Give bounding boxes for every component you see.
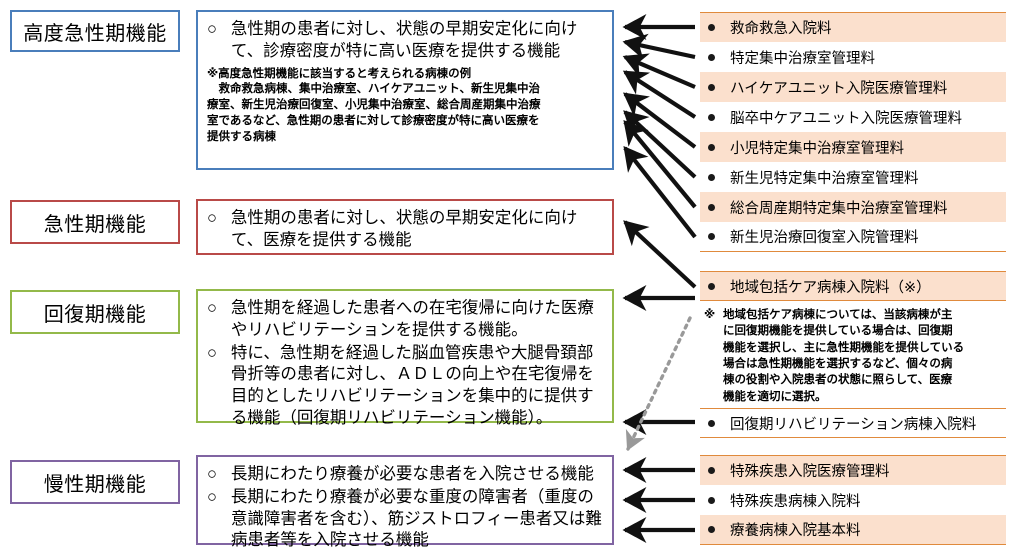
category-label-text: 急性期機能: [43, 213, 147, 236]
bullet-dot-icon: [708, 24, 715, 31]
fee-row-label: 新生児特定集中治療室管理料: [730, 170, 919, 187]
note-line: ※高度急性期機能に該当すると考えられる病棟の例: [207, 67, 472, 80]
fee-row-label: 地域包括ケア病棟入院料（※）: [730, 279, 931, 296]
fee-row[interactable]: 脳卒中ケアユニット入院医療管理料: [700, 102, 1006, 132]
arrow-to-acute: [623, 220, 697, 289]
fee-row[interactable]: 小児特定集中治療室管理料: [700, 132, 1006, 162]
fee-group-community-care: 地域包括ケア病棟入院料（※） ※ 地域包括ケア病棟については、当該病棟が主 に回…: [700, 271, 1006, 410]
fee-row[interactable]: 地域包括ケア病棟入院料（※）: [700, 271, 1006, 301]
fee-row-label: 特殊疾患病棟入院料: [730, 493, 861, 510]
bullet-marker: ○: [207, 343, 217, 362]
note-line: 機能を選択し、主に急性期機能を提供している: [723, 341, 965, 354]
fee-row[interactable]: 救命救急入院料: [700, 12, 1006, 42]
description-bullet: ○ 急性期を経過した患者への在宅復帰に向けた医療やリハビリテーションを提供する機…: [207, 298, 603, 342]
description-bullet: ○ 急性期の患者に対し、状態の早期安定化に向けて、診療密度が特に高い医療を提供す…: [207, 19, 603, 63]
category-label-chronic: 慢性期機能: [10, 460, 180, 504]
bullet-dot-icon: [708, 203, 715, 211]
arrow-to-high-acute-3: [622, 53, 696, 89]
bullet-text: 急性期の患者に対し、状態の早期安定化に向けて、医療を提供する機能: [230, 209, 578, 249]
arrow-to-high-acute-2: [622, 33, 696, 60]
note-body: 地域包括ケア病棟については、当該病棟が主 に回復期機能を提供している場合は、回復…: [704, 307, 1002, 405]
category-label-acute: 急性期機能: [10, 200, 180, 244]
note-line: 棟の役割や入院患者の状態に照らして、医療: [723, 374, 953, 387]
description-note: ※高度急性期機能に該当すると考えられる病棟の例 救命救急病棟、集中治療室、ハイケ…: [207, 67, 603, 146]
bullet-text: 急性期の患者に対し、状態の早期安定化に向けて、診療密度が特に高い医療を提供する機…: [230, 20, 578, 60]
fee-row[interactable]: 特殊疾患入院医療管理料: [700, 455, 1006, 485]
fee-row-label: 総合周産期特定集中治療室管理料: [730, 200, 948, 217]
fee-row[interactable]: 療養病棟入院基本料: [700, 515, 1006, 545]
note-line: 地域包括ケア病棟については、当該病棟が主: [723, 309, 953, 321]
category-label-text: 高度急性期機能: [23, 22, 167, 45]
fee-row-label: 新生児治療回復室入院管理料: [730, 230, 919, 246]
fee-row-label: 脳卒中ケアユニット入院医療管理料: [730, 110, 962, 127]
fee-group-recovery: 回復期リハビリテーション病棟入院料: [700, 408, 1006, 438]
fee-group-note: ※ 地域包括ケア病棟については、当該病棟が主 に回復期機能を提供している場合は、…: [700, 301, 1006, 410]
bullet-dot-icon: [708, 526, 715, 533]
arrow-to-high-acute-6: [623, 110, 697, 179]
note-line: 機能を適切に選択。: [723, 390, 827, 403]
bullet-marker: ○: [207, 209, 217, 227]
bullet-marker: ○: [207, 465, 217, 483]
description-bullet: ○ 急性期の患者に対し、状態の早期安定化に向けて、医療を提供する機能: [207, 208, 603, 252]
fee-row-label: 療養病棟入院基本料: [730, 523, 861, 539]
fee-row-label: 小児特定集中治療室管理料: [730, 140, 904, 157]
note-mark: ※: [704, 309, 716, 321]
dotted-arrow-community-to-chronic: [625, 316, 692, 451]
bullet-dot-icon: [708, 467, 715, 474]
arrow-to-high-acute-7: [623, 120, 697, 209]
fee-group-chronic: 特殊疾患入院医療管理料 特殊疾患病棟入院料 療養病棟入院基本料: [700, 455, 1006, 545]
note-line: に回復期機能を提供している場合は、回復期: [723, 325, 953, 338]
note-line: 室であるなど、急性期の患者に対して診療密度が特に高い医療を: [207, 115, 540, 128]
arrow-to-high-acute-8: [623, 146, 697, 239]
category-label-high-acute: 高度急性期機能: [10, 10, 180, 52]
fee-row-label: 回復期リハビリテーション病棟入院料: [730, 416, 977, 433]
description-bullet: ○ 長期にわたり療養が必要な患者を入院させる機能: [207, 464, 603, 486]
bullet-dot-icon: [708, 496, 715, 504]
note-line: 提供する病棟: [207, 130, 276, 143]
fee-row-label: 特定集中治療室管理料: [730, 50, 875, 67]
note-line: 救命救急病棟、集中治療室、ハイケアユニット、新生児集中治: [218, 83, 541, 96]
fee-row[interactable]: 特定集中治療室管理料: [700, 42, 1006, 72]
description-box-high-acute: ○ 急性期の患者に対し、状態の早期安定化に向けて、診療密度が特に高い医療を提供す…: [196, 10, 614, 170]
fee-row[interactable]: ハイケアユニット入院医療管理料: [700, 72, 1006, 102]
bullet-dot-icon: [708, 282, 715, 290]
description-box-recovery: ○ 急性期を経過した患者への在宅復帰に向けた医療やリハビリテーションを提供する機…: [196, 289, 614, 427]
arrow-to-high-acute-5: [622, 92, 697, 149]
bullet-dot-icon: [708, 173, 715, 181]
fee-row[interactable]: 回復期リハビリテーション病棟入院料: [700, 408, 1006, 438]
bullet-marker: ○: [207, 487, 217, 506]
description-bullet: ○ 特に、急性期を経過した脳血管疾患や大腿骨頚部骨折等の患者に対し、ＡＤＬの向上…: [207, 343, 603, 430]
bullet-dot-icon: [708, 233, 715, 240]
bullet-text: 長期にわたり療養が必要な患者を入院させる機能: [230, 465, 594, 483]
bullet-marker: ○: [207, 20, 217, 38]
bullet-marker: ○: [207, 299, 217, 317]
category-label-recovery: 回復期機能: [10, 290, 180, 334]
description-box-chronic: ○ 長期にわたり療養が必要な患者を入院させる機能 ○ 長期にわたり療養が必要な重…: [196, 455, 614, 549]
category-label-text: 回復期機能: [43, 303, 147, 326]
fee-row-label: 救命救急入院料: [730, 21, 832, 37]
bullet-dot-icon: [708, 53, 715, 61]
description-box-acute: ○ 急性期の患者に対し、状態の早期安定化に向けて、医療を提供する機能: [196, 199, 614, 255]
fee-row[interactable]: 新生児特定集中治療室管理料: [700, 162, 1006, 192]
note-line: 場合は急性期機能を選択するなど、個々の病: [723, 357, 953, 370]
fee-row[interactable]: 総合周産期特定集中治療室管理料: [700, 192, 1006, 222]
fee-row[interactable]: 特殊疾患病棟入院料: [700, 485, 1006, 515]
bullet-text: 急性期を経過した患者への在宅復帰に向けた医療やリハビリテーションを提供する機能。: [230, 299, 594, 339]
bullet-dot-icon: [708, 113, 715, 121]
bullet-dot-icon: [708, 143, 715, 151]
fee-row-label: 特殊疾患入院医療管理料: [730, 464, 890, 480]
fee-row-label: ハイケアユニット入院医療管理料: [730, 80, 948, 97]
bullet-dot-icon: [708, 419, 715, 427]
description-bullet: ○ 長期にわたり療養が必要な重度の障害者（重度の意識障害者を含む）、筋ジストロフ…: [207, 487, 603, 552]
bullet-text: 長期にわたり療養が必要な重度の障害者（重度の意識障害者を含む）、筋ジストロフィー…: [230, 487, 602, 550]
fee-group-high-acute: 救命救急入院料 特定集中治療室管理料 ハイケアユニット入院医療管理料 脳卒中ケア…: [700, 12, 1006, 252]
note-line: 療室、新生児治療回復室、小児集中治療室、総合周産期集中治療: [207, 99, 541, 112]
category-label-text: 慢性期機能: [43, 473, 147, 496]
fee-row[interactable]: 新生児治療回復室入院管理料: [700, 222, 1006, 252]
arrow-to-high-acute-4: [622, 70, 697, 119]
bullet-text: 特に、急性期を経過した脳血管疾患や大腿骨頚部骨折等の患者に対し、ＡＤＬの向上や在…: [230, 343, 594, 427]
bullet-dot-icon: [708, 83, 715, 91]
